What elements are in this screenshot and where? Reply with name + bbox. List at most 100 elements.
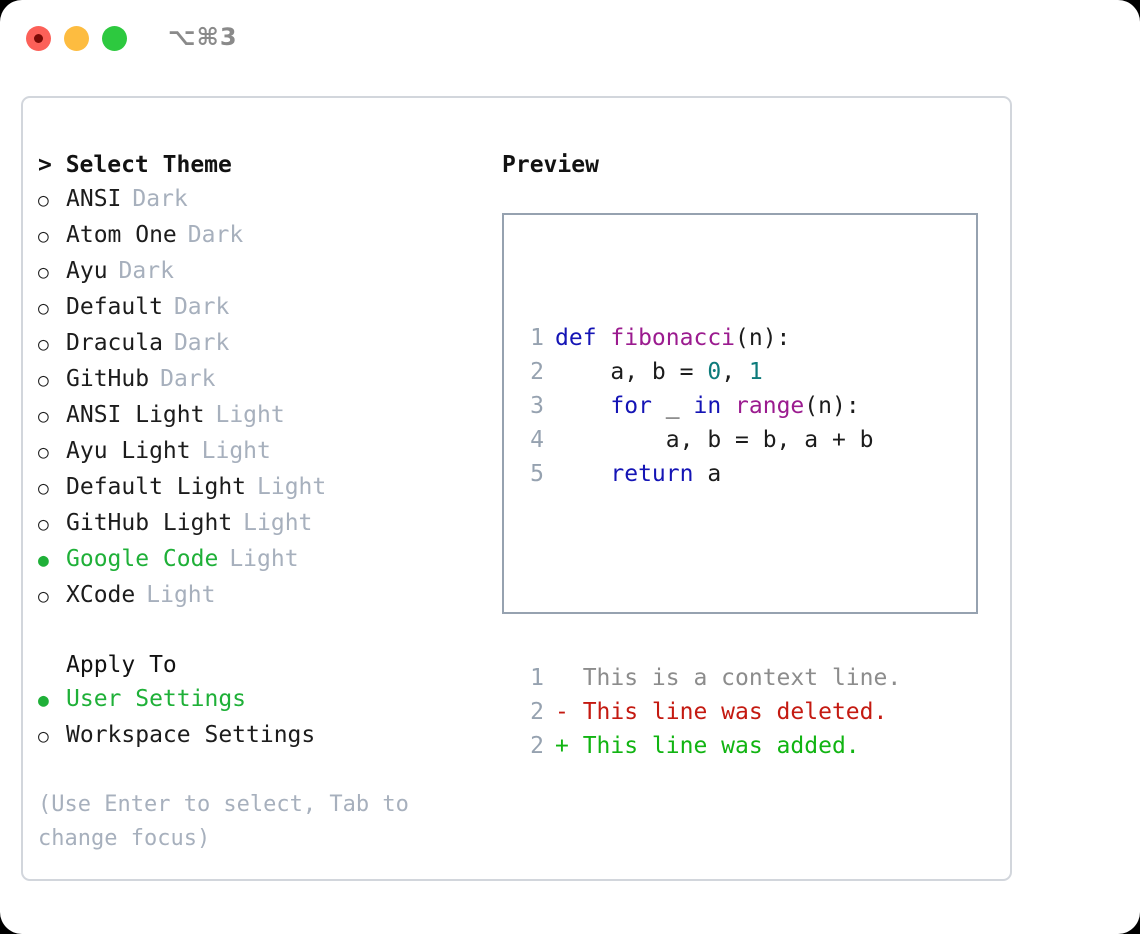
radio-unselected-icon: ○ bbox=[38, 334, 49, 355]
code-token bbox=[555, 393, 610, 419]
code-blank-line bbox=[516, 559, 901, 593]
code-token: 0 bbox=[707, 359, 722, 385]
radio-unselected-icon: ○ bbox=[38, 370, 49, 391]
code-token: a bbox=[693, 461, 722, 487]
theme-option-kind: Light bbox=[201, 438, 271, 464]
keyboard-hint-text: (Use Enter to select, Tab to change focu… bbox=[38, 792, 423, 851]
radio-unselected-icon: ○ bbox=[38, 726, 49, 747]
code-line-number: 5 bbox=[530, 461, 544, 487]
code-line-number: 4 bbox=[530, 427, 544, 453]
theme-option-kind: Dark bbox=[173, 330, 230, 356]
diff-line-add: 2 + This line was added. bbox=[516, 729, 901, 763]
code-token: range bbox=[735, 393, 805, 419]
zoom-button[interactable] bbox=[102, 26, 127, 51]
spacer bbox=[38, 614, 498, 648]
radio-selected-icon: ● bbox=[38, 550, 49, 571]
theme-option-google-code[interactable]: ● Google Code Light bbox=[38, 542, 498, 578]
code-token: (n): bbox=[735, 325, 791, 351]
diff-line-list: 1 This is a context line. 2 - This line wa… bbox=[516, 661, 901, 763]
theme-option-label: Google Code bbox=[66, 546, 219, 572]
theme-option-ansi[interactable]: ○ ANSI Dark bbox=[38, 182, 498, 218]
code-token: in bbox=[693, 393, 722, 419]
diff-line-number: 2 bbox=[530, 699, 544, 725]
preview-header: Preview bbox=[502, 152, 599, 178]
radio-unselected-icon: ○ bbox=[38, 478, 49, 499]
diff-line-number: 1 bbox=[530, 665, 544, 691]
radio-unselected-icon: ○ bbox=[38, 298, 49, 319]
code-line-number: 3 bbox=[530, 393, 544, 419]
code-line-text: for _ in range(n): bbox=[544, 389, 860, 423]
theme-option-kind: Dark bbox=[187, 222, 244, 248]
title-bar: ⌥⌘3 bbox=[0, 0, 1140, 78]
code-token: for bbox=[610, 393, 652, 419]
apply-option-label: User Settings bbox=[66, 686, 247, 712]
theme-option-label: ANSI bbox=[66, 186, 122, 212]
keyboard-shortcut-label: ⌥⌘3 bbox=[168, 23, 238, 51]
diff-line-text: + This line was added. bbox=[555, 733, 860, 759]
theme-option-github[interactable]: ○ GitHub Dark bbox=[38, 362, 498, 398]
apply-option-label: Workspace Settings bbox=[66, 722, 316, 748]
code-token: , bbox=[721, 359, 749, 385]
radio-unselected-icon: ○ bbox=[38, 262, 49, 283]
theme-option-label: GitHub bbox=[66, 366, 150, 392]
theme-option-kind: Light bbox=[243, 510, 313, 536]
theme-option-kind: Dark bbox=[173, 294, 230, 320]
code-token: a, b = b, a + b bbox=[555, 427, 874, 453]
diff-line-text: - This line was deleted. bbox=[555, 699, 888, 725]
radio-unselected-icon: ○ bbox=[38, 190, 49, 211]
code-token: (n): bbox=[804, 393, 860, 419]
code-line-number: 1 bbox=[530, 325, 544, 351]
diff-line-ctx: 1 This is a context line. bbox=[516, 661, 901, 695]
theme-option-label: GitHub Light bbox=[66, 510, 233, 536]
window-controls bbox=[26, 26, 127, 51]
radio-unselected-icon: ○ bbox=[38, 406, 49, 427]
code-line-text: def fibonacci(n): bbox=[544, 321, 790, 355]
theme-option-label: Atom One bbox=[66, 222, 177, 248]
code-token bbox=[555, 461, 610, 487]
minimize-button[interactable] bbox=[64, 26, 89, 51]
apply-to-option-list: ● User Settings ○ Workspace Settings bbox=[38, 682, 498, 754]
select-theme-header: > Select Theme bbox=[38, 152, 232, 178]
code-token: fibonacci bbox=[610, 325, 736, 351]
apply-option-user-settings[interactable]: ● User Settings bbox=[38, 682, 498, 718]
code-line: 5 return a bbox=[516, 457, 901, 491]
apply-option-workspace-settings[interactable]: ○ Workspace Settings bbox=[38, 718, 498, 754]
diff-line-text: This is a context line. bbox=[555, 665, 902, 691]
code-token: _ bbox=[651, 393, 694, 419]
theme-option-dracula[interactable]: ○ Dracula Dark bbox=[38, 326, 498, 362]
theme-option-kind: Light bbox=[257, 474, 327, 500]
diff-line-del: 2 - This line was deleted. bbox=[516, 695, 901, 729]
code-line-text: return a bbox=[544, 457, 721, 491]
code-line-text: a, b = b, a + b bbox=[544, 423, 874, 457]
code-line-text: a, b = 0, 1 bbox=[544, 355, 763, 389]
code-token: def bbox=[555, 325, 611, 351]
theme-option-kind: Dark bbox=[160, 366, 216, 392]
code-token: 1 bbox=[748, 359, 763, 385]
code-token: return bbox=[610, 461, 694, 487]
theme-option-label: Dracula bbox=[66, 330, 163, 356]
theme-option-kind: Dark bbox=[132, 186, 188, 212]
theme-option-label: Ayu Light bbox=[66, 438, 191, 464]
theme-option-kind: Light bbox=[229, 546, 299, 572]
radio-selected-icon: ● bbox=[38, 690, 49, 711]
theme-option-kind: Light bbox=[215, 402, 285, 428]
close-button[interactable] bbox=[26, 26, 51, 51]
diff-line-number: 2 bbox=[530, 733, 544, 759]
